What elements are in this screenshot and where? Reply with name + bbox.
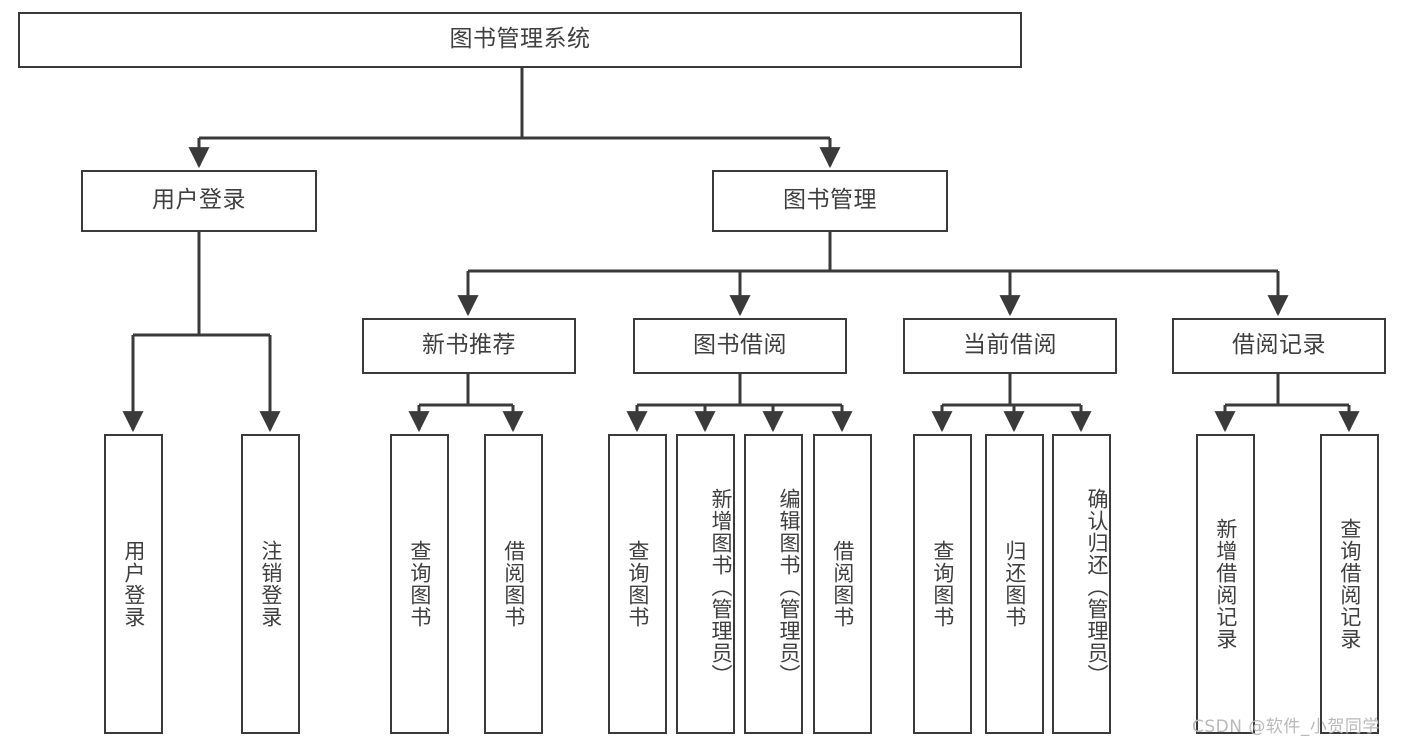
node-book-borrow[interactable]: 图书借阅 <box>633 318 847 374</box>
leaf-borrow-book-newbook[interactable]: 借阅图书 <box>484 434 543 734</box>
node-user-login[interactable]: 用户登录 <box>81 170 317 232</box>
leaf-query-book-newbook[interactable]: 查询图书 <box>390 434 449 734</box>
leaf-edit-book-admin[interactable]: 编辑图书（管理员） <box>744 434 803 734</box>
node-new-book-recommend[interactable]: 新书推荐 <box>362 318 576 374</box>
node-current-borrow[interactable]: 当前借阅 <box>903 318 1117 374</box>
leaf-confirm-return-admin[interactable]: 确认归还（管理员） <box>1052 434 1111 734</box>
node-book-management[interactable]: 图书管理 <box>712 170 948 232</box>
node-root[interactable]: 图书管理系统 <box>18 12 1022 68</box>
leaf-add-borrow-record[interactable]: 新增借阅记录 <box>1196 434 1255 734</box>
leaf-user-login[interactable]: 用户登录 <box>104 434 163 734</box>
node-borrow-record[interactable]: 借阅记录 <box>1172 318 1386 374</box>
leaf-logout[interactable]: 注销登录 <box>241 434 300 734</box>
leaf-return-book[interactable]: 归还图书 <box>985 434 1044 734</box>
csdn-watermark: CSDN @软件_小贺同学 <box>1192 717 1380 737</box>
leaf-query-book-current[interactable]: 查询图书 <box>913 434 972 734</box>
leaf-query-borrow-record[interactable]: 查询借阅记录 <box>1320 434 1379 734</box>
leaf-borrow-book[interactable]: 借阅图书 <box>813 434 872 734</box>
leaf-add-book-admin[interactable]: 新增图书（管理员） <box>676 434 735 734</box>
leaf-query-book-borrow[interactable]: 查询图书 <box>608 434 667 734</box>
